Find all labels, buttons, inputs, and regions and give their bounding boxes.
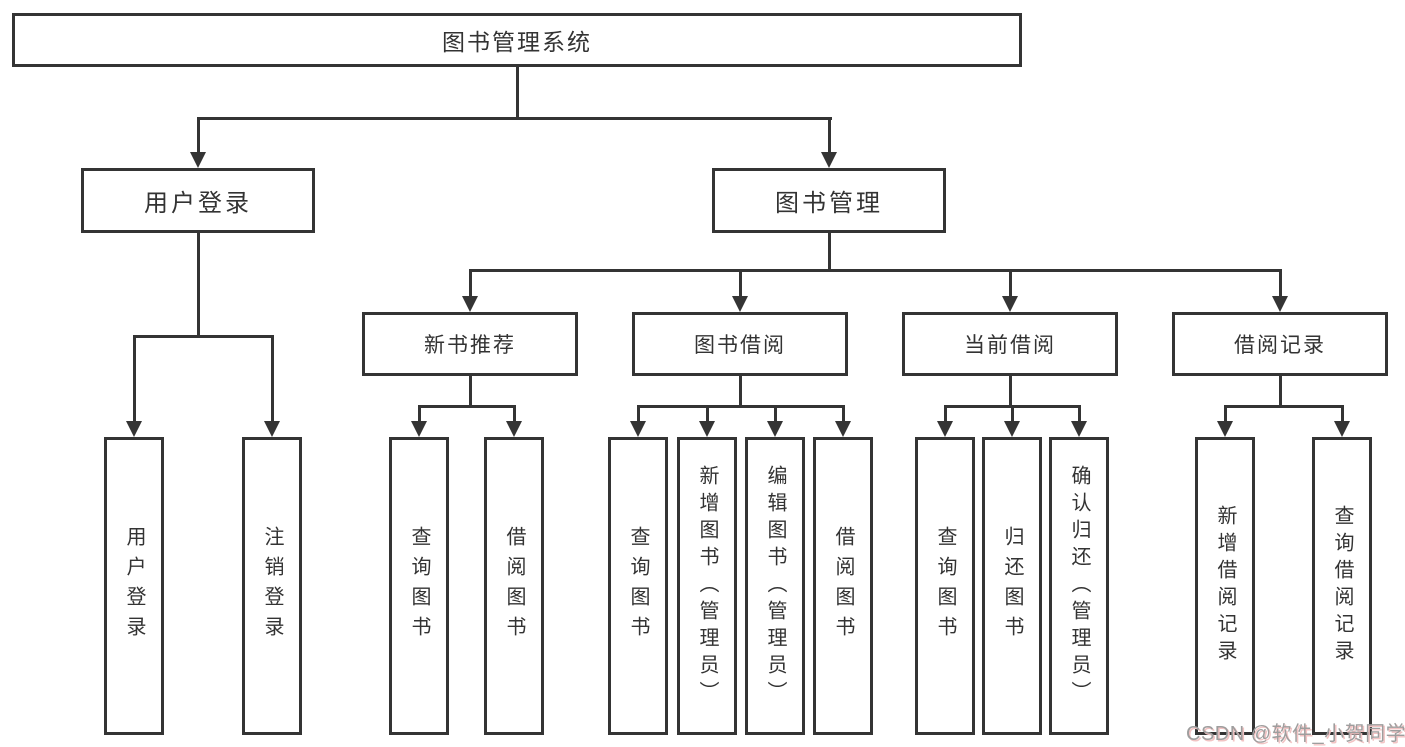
connector-line [944, 405, 947, 423]
arrowhead-down-icon [411, 421, 427, 437]
node-label: 当前借阅 [964, 334, 1056, 357]
node-new-book-recommend: 新书推荐 [362, 312, 578, 376]
connector-line [637, 405, 640, 423]
connector-line [637, 405, 845, 408]
arrowhead-down-icon [264, 421, 280, 437]
node-label: 用户登录 [123, 526, 145, 646]
node-label: 注销登录 [261, 526, 283, 646]
connector-line [706, 405, 709, 423]
arrowhead-down-icon [1002, 296, 1018, 312]
leaf-user-login: 用户登录 [104, 437, 164, 735]
arrowhead-down-icon [1217, 421, 1233, 437]
node-label: 新增图书（管理员） [696, 464, 718, 708]
connector-line [828, 232, 831, 272]
connector-line [1224, 405, 1227, 423]
node-current-borrowing: 当前借阅 [902, 312, 1118, 376]
arrowhead-down-icon [190, 152, 206, 168]
node-book-management: 图书管理 [712, 168, 946, 233]
leaf-add-books-admin: 新增图书（管理员） [677, 437, 737, 735]
node-label: 图书管理 [775, 190, 883, 217]
arrowhead-down-icon [821, 152, 837, 168]
leaf-return-books: 归还图书 [982, 437, 1042, 735]
arrowhead-down-icon [835, 421, 851, 437]
arrowhead-down-icon [506, 421, 522, 437]
node-label: 新书推荐 [424, 334, 516, 357]
connector-line [1009, 269, 1012, 298]
node-label: 用户登录 [144, 190, 252, 217]
connector-line [271, 335, 274, 423]
leaf-logout: 注销登录 [242, 437, 302, 735]
node-label: 借阅图书 [832, 526, 854, 646]
node-label: 借阅记录 [1234, 334, 1326, 357]
connector-line [1224, 405, 1344, 408]
node-label: 归还图书 [1001, 526, 1023, 646]
node-book-borrowing: 图书借阅 [632, 312, 848, 376]
node-library-management-system: 图书管理系统 [12, 13, 1022, 67]
arrowhead-down-icon [462, 296, 478, 312]
leaf-edit-books-admin: 编辑图书（管理员） [745, 437, 805, 735]
leaf-query-books-recommend: 查询图书 [389, 437, 449, 735]
connector-line [197, 117, 200, 154]
connector-line [774, 405, 777, 423]
connector-line [516, 66, 519, 119]
arrowhead-down-icon [126, 421, 142, 437]
arrowhead-down-icon [1272, 296, 1288, 312]
connector-line [1341, 405, 1344, 423]
leaf-borrow-books: 借阅图书 [813, 437, 873, 735]
arrowhead-down-icon [1071, 421, 1087, 437]
arrowhead-down-icon [699, 421, 715, 437]
node-label: 查询借阅记录 [1331, 505, 1353, 667]
node-label: 图书管理系统 [442, 29, 592, 55]
node-label: 确认归还（管理员） [1068, 464, 1090, 708]
connector-line [133, 335, 136, 423]
arrowhead-down-icon [630, 421, 646, 437]
arrowhead-down-icon [1004, 421, 1020, 437]
connector-line [418, 405, 421, 423]
connector-line [842, 405, 845, 423]
node-label: 查询图书 [627, 526, 649, 646]
connector-line [1078, 405, 1081, 423]
leaf-add-borrow-record: 新增借阅记录 [1195, 437, 1255, 735]
connector-line [1011, 405, 1014, 423]
connector-line [739, 269, 742, 298]
leaf-query-books-borrowing: 查询图书 [608, 437, 668, 735]
node-user-login: 用户登录 [81, 168, 315, 233]
connector-line [469, 374, 472, 408]
csdn-watermark: CSDN @软件_小贺同学 [1186, 723, 1405, 745]
leaf-query-books-current: 查询图书 [915, 437, 975, 735]
arrowhead-down-icon [732, 296, 748, 312]
connector-line [739, 374, 742, 408]
connector-line [513, 405, 516, 423]
node-label: 借阅图书 [503, 526, 525, 646]
node-label: 查询图书 [408, 526, 430, 646]
connector-line [828, 117, 831, 154]
connector-line [469, 269, 1282, 272]
node-borrowing-records: 借阅记录 [1172, 312, 1388, 376]
connector-line [1009, 374, 1012, 408]
connector-line [418, 405, 516, 408]
leaf-query-borrow-record: 查询借阅记录 [1312, 437, 1372, 735]
node-label: 新增借阅记录 [1214, 505, 1236, 667]
leaf-borrow-books-recommend: 借阅图书 [484, 437, 544, 735]
connector-line [1279, 374, 1282, 408]
connector-line [197, 117, 832, 120]
node-label: 编辑图书（管理员） [764, 464, 786, 708]
connector-line [1279, 269, 1282, 298]
node-label: 查询图书 [934, 526, 956, 646]
connector-line [133, 335, 274, 338]
arrowhead-down-icon [767, 421, 783, 437]
arrowhead-down-icon [937, 421, 953, 437]
connector-line [197, 232, 200, 338]
leaf-confirm-return-admin: 确认归还（管理员） [1049, 437, 1109, 735]
arrowhead-down-icon [1334, 421, 1350, 437]
node-label: 图书借阅 [694, 334, 786, 357]
connector-line [469, 269, 472, 298]
